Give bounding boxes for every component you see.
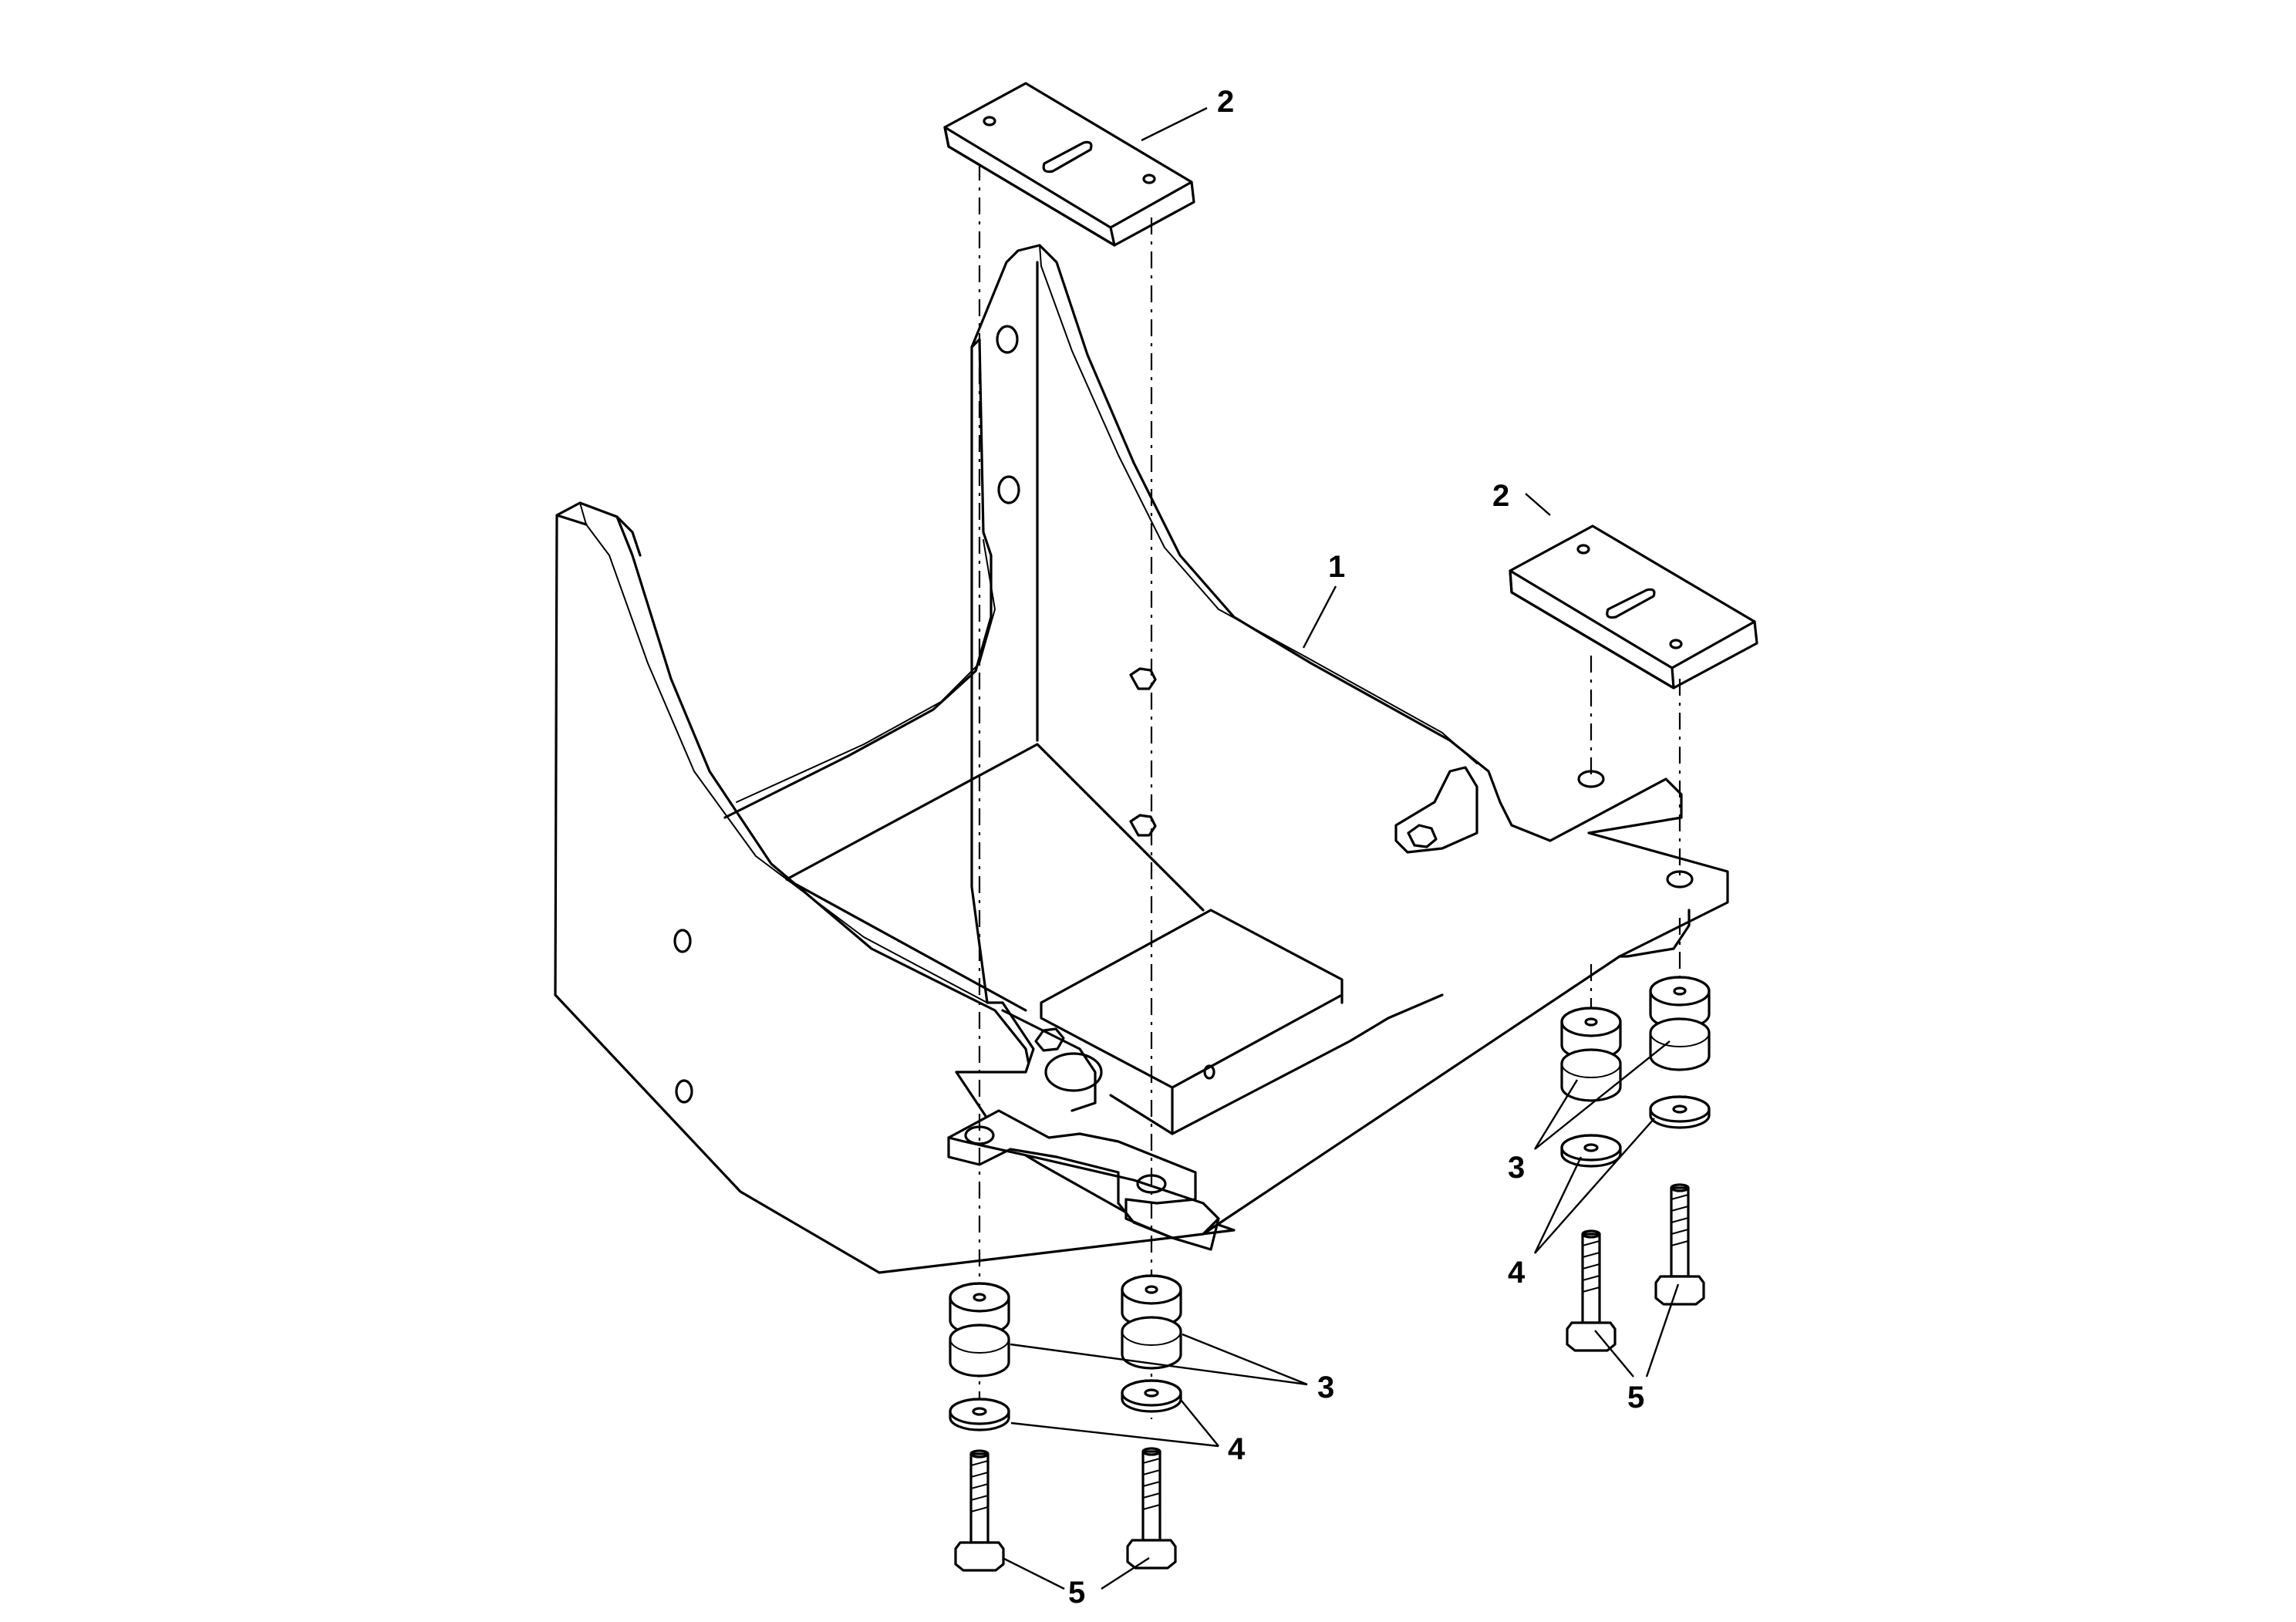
bolt-front-right [1126,1447,1177,1570]
callout-5-rear-bolts: 5 [1627,1381,1644,1415]
bolts [954,1183,1705,1572]
callout-2-top-pad: 2 [1217,85,1234,119]
rubber-isolators [949,976,1711,1378]
leader-lines [1002,106,1680,1590]
isolator-front-right [1121,1274,1182,1370]
bolt-front-left [954,1449,1005,1572]
bolt-rear-right [1654,1183,1705,1306]
callout-3-rear-isolators: 3 [1508,1151,1525,1185]
callout-1-frame: 1 [1328,550,1345,584]
isolator-front-left [949,1282,1010,1378]
right-mounting-pad [1509,524,1758,690]
callout-2-right-pad: 2 [1492,479,1509,513]
washers [949,1095,1711,1431]
bolt-rear-left [1566,1229,1617,1352]
isolator-rear-right [1649,976,1711,1071]
frame-left-plate [554,501,1236,1274]
isolator-rear-left [1560,1007,1622,1102]
callout-4-rear-washers: 4 [1508,1256,1526,1290]
top-mounting-pad [943,82,1195,247]
callout-5-front-bolts: 5 [1068,1576,1085,1610]
callout-labels: 2 2 1 3 3 4 4 5 5 [1068,85,1644,1610]
callout-3-front-isolators: 3 [1317,1371,1334,1404]
main-frame-part-1 [554,244,1729,1274]
frame-side-bracket [1394,766,1478,854]
callout-4-front-washers: 4 [1228,1432,1246,1466]
